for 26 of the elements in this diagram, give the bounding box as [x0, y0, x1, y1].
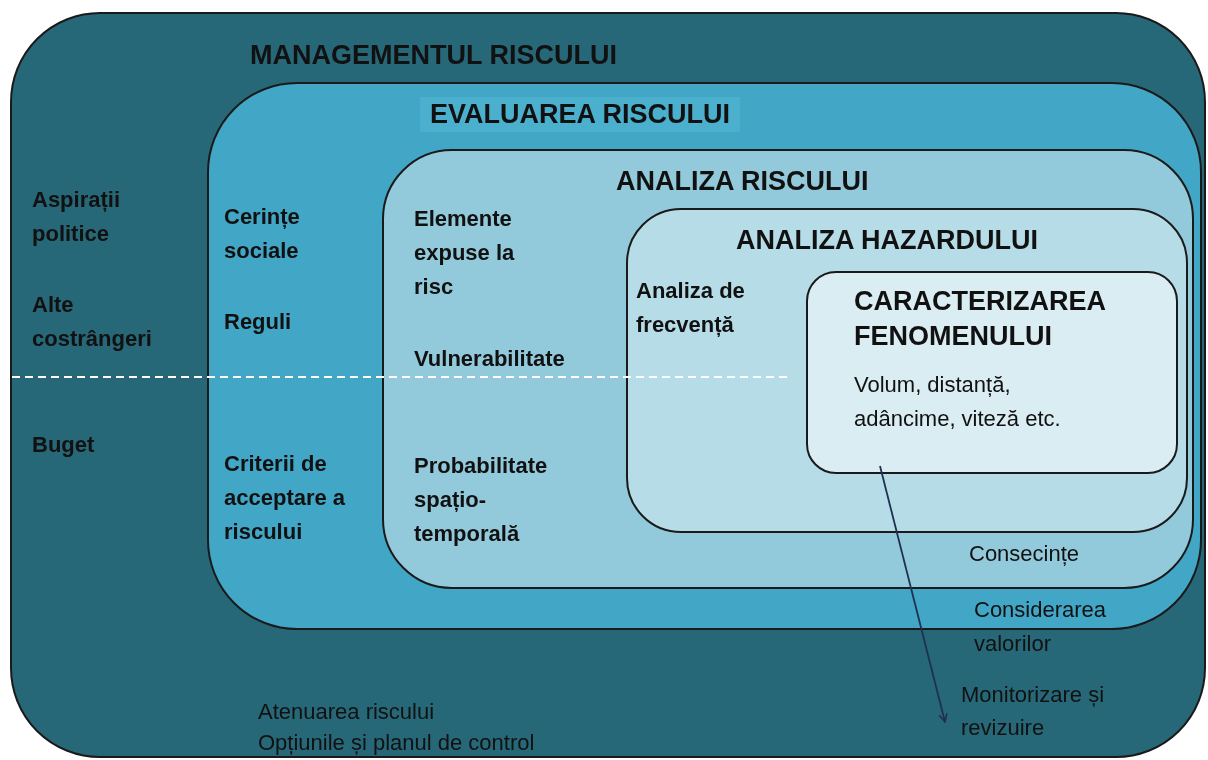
panel-title: EVALUAREA RISCULUI: [420, 97, 740, 133]
factor-label: Aspirații politice: [32, 186, 122, 249]
rounded-panel: [382, 149, 1194, 589]
panel-title: ANALIZA RISCULUI: [616, 165, 869, 198]
factor-label: Elemente expuse la risc: [414, 205, 516, 302]
note-text: Consecințe: [969, 540, 1081, 568]
stage-label: Monitorizare și revizuire: [947, 678, 1112, 744]
rounded-panel: [806, 271, 1178, 474]
arrow: [879, 465, 948, 723]
panel-title: MANAGEMENTUL RISCULUI: [250, 39, 617, 72]
outer-rounded-panel: [10, 12, 1206, 758]
factor-label: Cerințe sociale: [224, 203, 301, 266]
factor-label: Vulnerabilitate: [414, 345, 566, 373]
note-text: Volum, distanță, adâncime, viteză etc.: [854, 371, 1062, 434]
factor-label: Reguli: [224, 308, 293, 336]
note-text: Atenuarea riscului: [258, 698, 436, 726]
note-text: Opțiunile și planul de control: [258, 729, 536, 757]
note-text: Considerarea valorilor: [974, 596, 1108, 659]
rounded-panel: [626, 208, 1188, 533]
factor-label: Criterii de acceptare a riscului: [224, 450, 347, 547]
factor-label: Probabilitate spațio-temporală: [414, 452, 549, 549]
factor-label: Analiza de frecvență: [636, 277, 746, 340]
factor-label: Buget: [32, 431, 96, 459]
panel-title: ANALIZA HAZARDULUI: [736, 224, 1038, 257]
panel-title: CARACTERIZAREA FENOMENULUI: [854, 285, 1106, 354]
factor-label: Alte costrângeri: [32, 291, 153, 354]
